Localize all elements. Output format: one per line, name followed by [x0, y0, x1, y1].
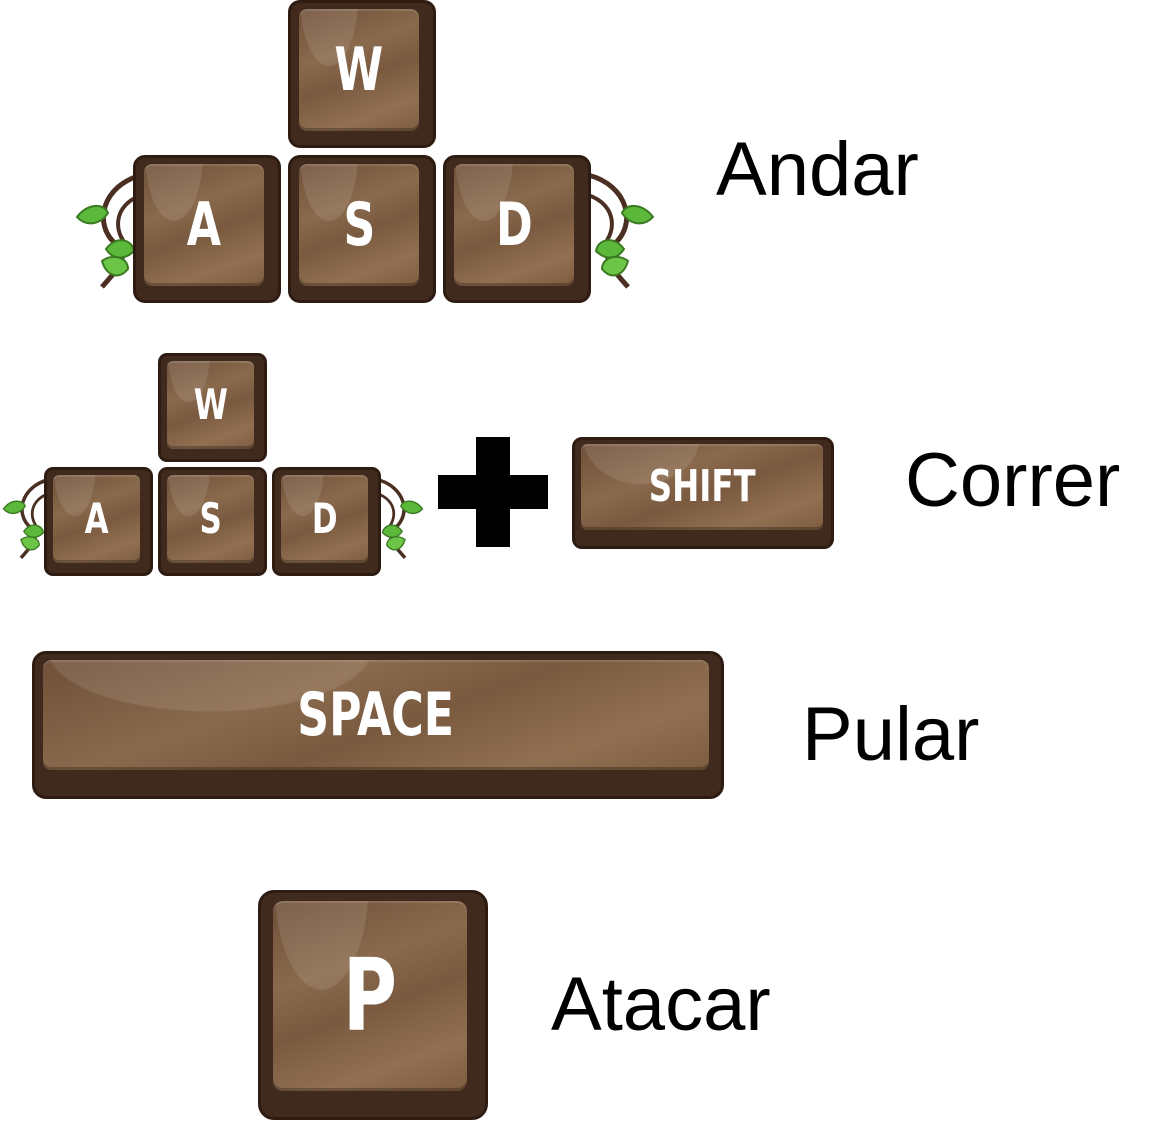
key-label: S: [199, 494, 222, 543]
action-label-walk: Andar: [716, 127, 919, 212]
key-label: W: [193, 380, 228, 429]
key-label: SHIFT: [648, 461, 756, 512]
key-w: W: [288, 0, 436, 148]
key-w: W: [158, 353, 267, 462]
key-label: A: [84, 494, 109, 543]
key-label: SPACE: [297, 680, 455, 750]
key-d: D: [272, 467, 381, 576]
action-label-run: Correr: [905, 438, 1121, 523]
key-a: A: [133, 155, 281, 303]
vine-right-icon: [587, 172, 655, 289]
action-label-attack: Atacar: [551, 962, 771, 1047]
key-label: P: [342, 937, 398, 1054]
key-label: D: [495, 190, 533, 260]
key-s: S: [158, 467, 267, 576]
key-a: A: [44, 467, 153, 576]
key-space: SPACE: [32, 651, 724, 799]
key-d: D: [443, 155, 591, 303]
plus-icon: [438, 437, 548, 547]
key-p: P: [258, 890, 488, 1120]
action-label-jump: Pular: [802, 692, 980, 777]
key-label: D: [311, 494, 338, 543]
key-s: S: [288, 155, 436, 303]
key-label: A: [186, 190, 222, 260]
vine-left-icon: [2, 477, 50, 560]
key-shift: SHIFT: [572, 437, 834, 549]
key-label: W: [334, 35, 384, 105]
vine-right-icon: [376, 477, 424, 560]
key-label: S: [343, 190, 375, 260]
